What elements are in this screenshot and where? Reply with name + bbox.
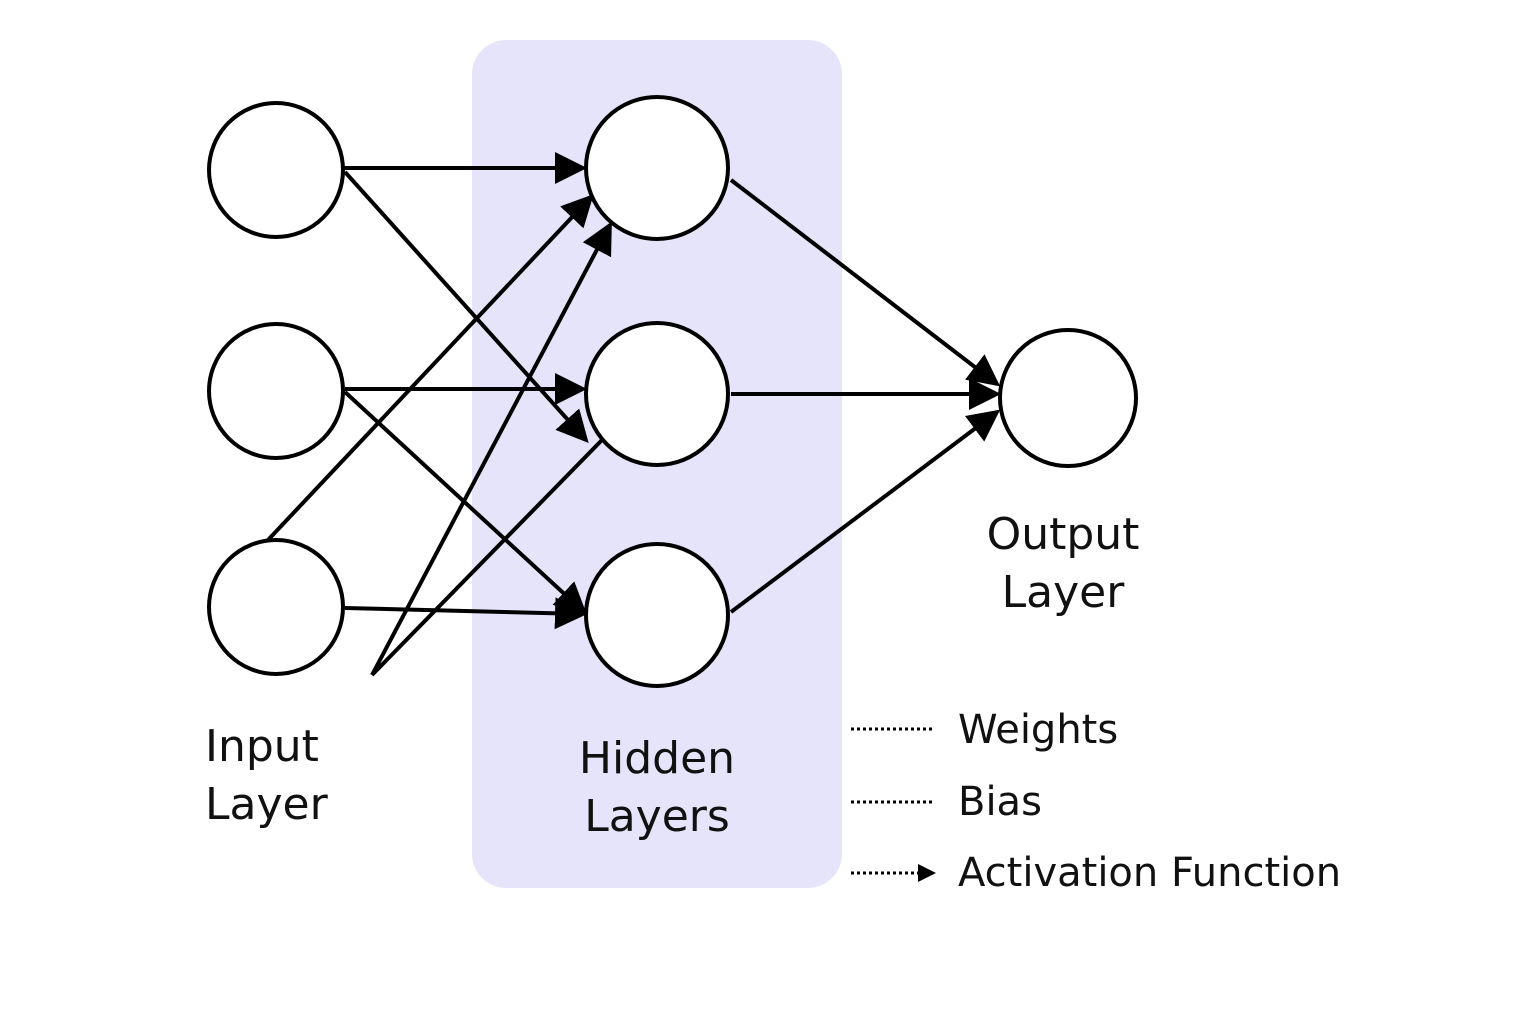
- edge-bias-hidden1: [370, 221, 612, 676]
- output-label-line2: Layer: [1001, 567, 1125, 618]
- output-node: [998, 328, 1138, 468]
- input-node-1: [207, 101, 345, 239]
- legend-activation-label: Activation Function: [958, 850, 1342, 896]
- hidden-node-2: [584, 321, 730, 467]
- hidden-node-3: [584, 542, 730, 688]
- input-node-2: [207, 322, 345, 460]
- edge-bias-hidden2: [370, 438, 604, 677]
- input-label-line2: Layer: [205, 779, 328, 830]
- output-label-line1: Output: [986, 509, 1140, 560]
- hidden-label-line1: Hidden: [578, 733, 736, 784]
- hidden-node-1: [584, 95, 730, 241]
- hidden-layers-label: Hidden Layers: [557, 730, 757, 846]
- edge-hidden1-output: [729, 178, 1001, 387]
- edge-input1-hidden2: [343, 170, 589, 443]
- input-label-line1: Input: [205, 721, 319, 772]
- input-node-3: [207, 538, 345, 676]
- output-layer-label: Output Layer: [963, 506, 1163, 622]
- input-layer-label: Input Layer: [205, 718, 345, 834]
- legend-weights-label: Weights: [958, 707, 1119, 753]
- edge-input3-hidden1: [266, 194, 594, 542]
- edge-hidden3-output: [729, 409, 1001, 614]
- legend-bias-label: Bias: [958, 779, 1042, 825]
- hidden-label-line2: Layers: [584, 791, 730, 842]
- edge-input3-hidden3: [344, 597, 587, 630]
